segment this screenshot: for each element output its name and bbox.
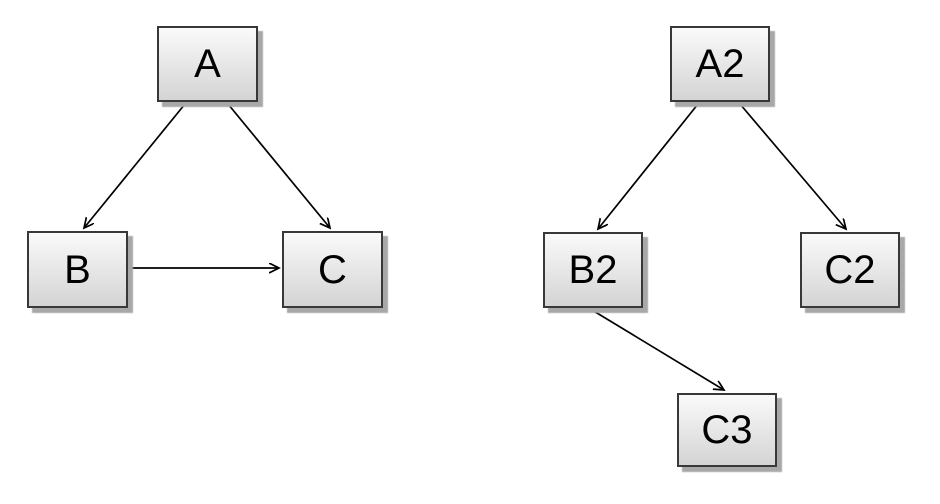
node-label: B xyxy=(64,247,91,292)
edge-A-to-C xyxy=(227,103,330,228)
node-label: A xyxy=(194,42,221,86)
edge-A2-to-C2 xyxy=(739,103,846,229)
edge-A2-to-B2 xyxy=(598,103,699,229)
node-C2: C2 xyxy=(800,232,900,308)
node-A: A xyxy=(157,26,258,102)
node-A2: A2 xyxy=(670,26,770,102)
node-label: B2 xyxy=(568,248,618,292)
edge-A-to-B xyxy=(84,103,186,228)
edge-B2-to-C3 xyxy=(591,309,724,390)
node-B2: B2 xyxy=(543,232,643,308)
node-label: A2 xyxy=(695,42,745,86)
node-label: C2 xyxy=(824,248,876,292)
node-C3: C3 xyxy=(677,393,777,467)
node-C: C xyxy=(282,231,383,308)
node-B: B xyxy=(27,231,128,308)
node-label: C xyxy=(318,247,347,292)
node-label: C3 xyxy=(701,408,753,452)
